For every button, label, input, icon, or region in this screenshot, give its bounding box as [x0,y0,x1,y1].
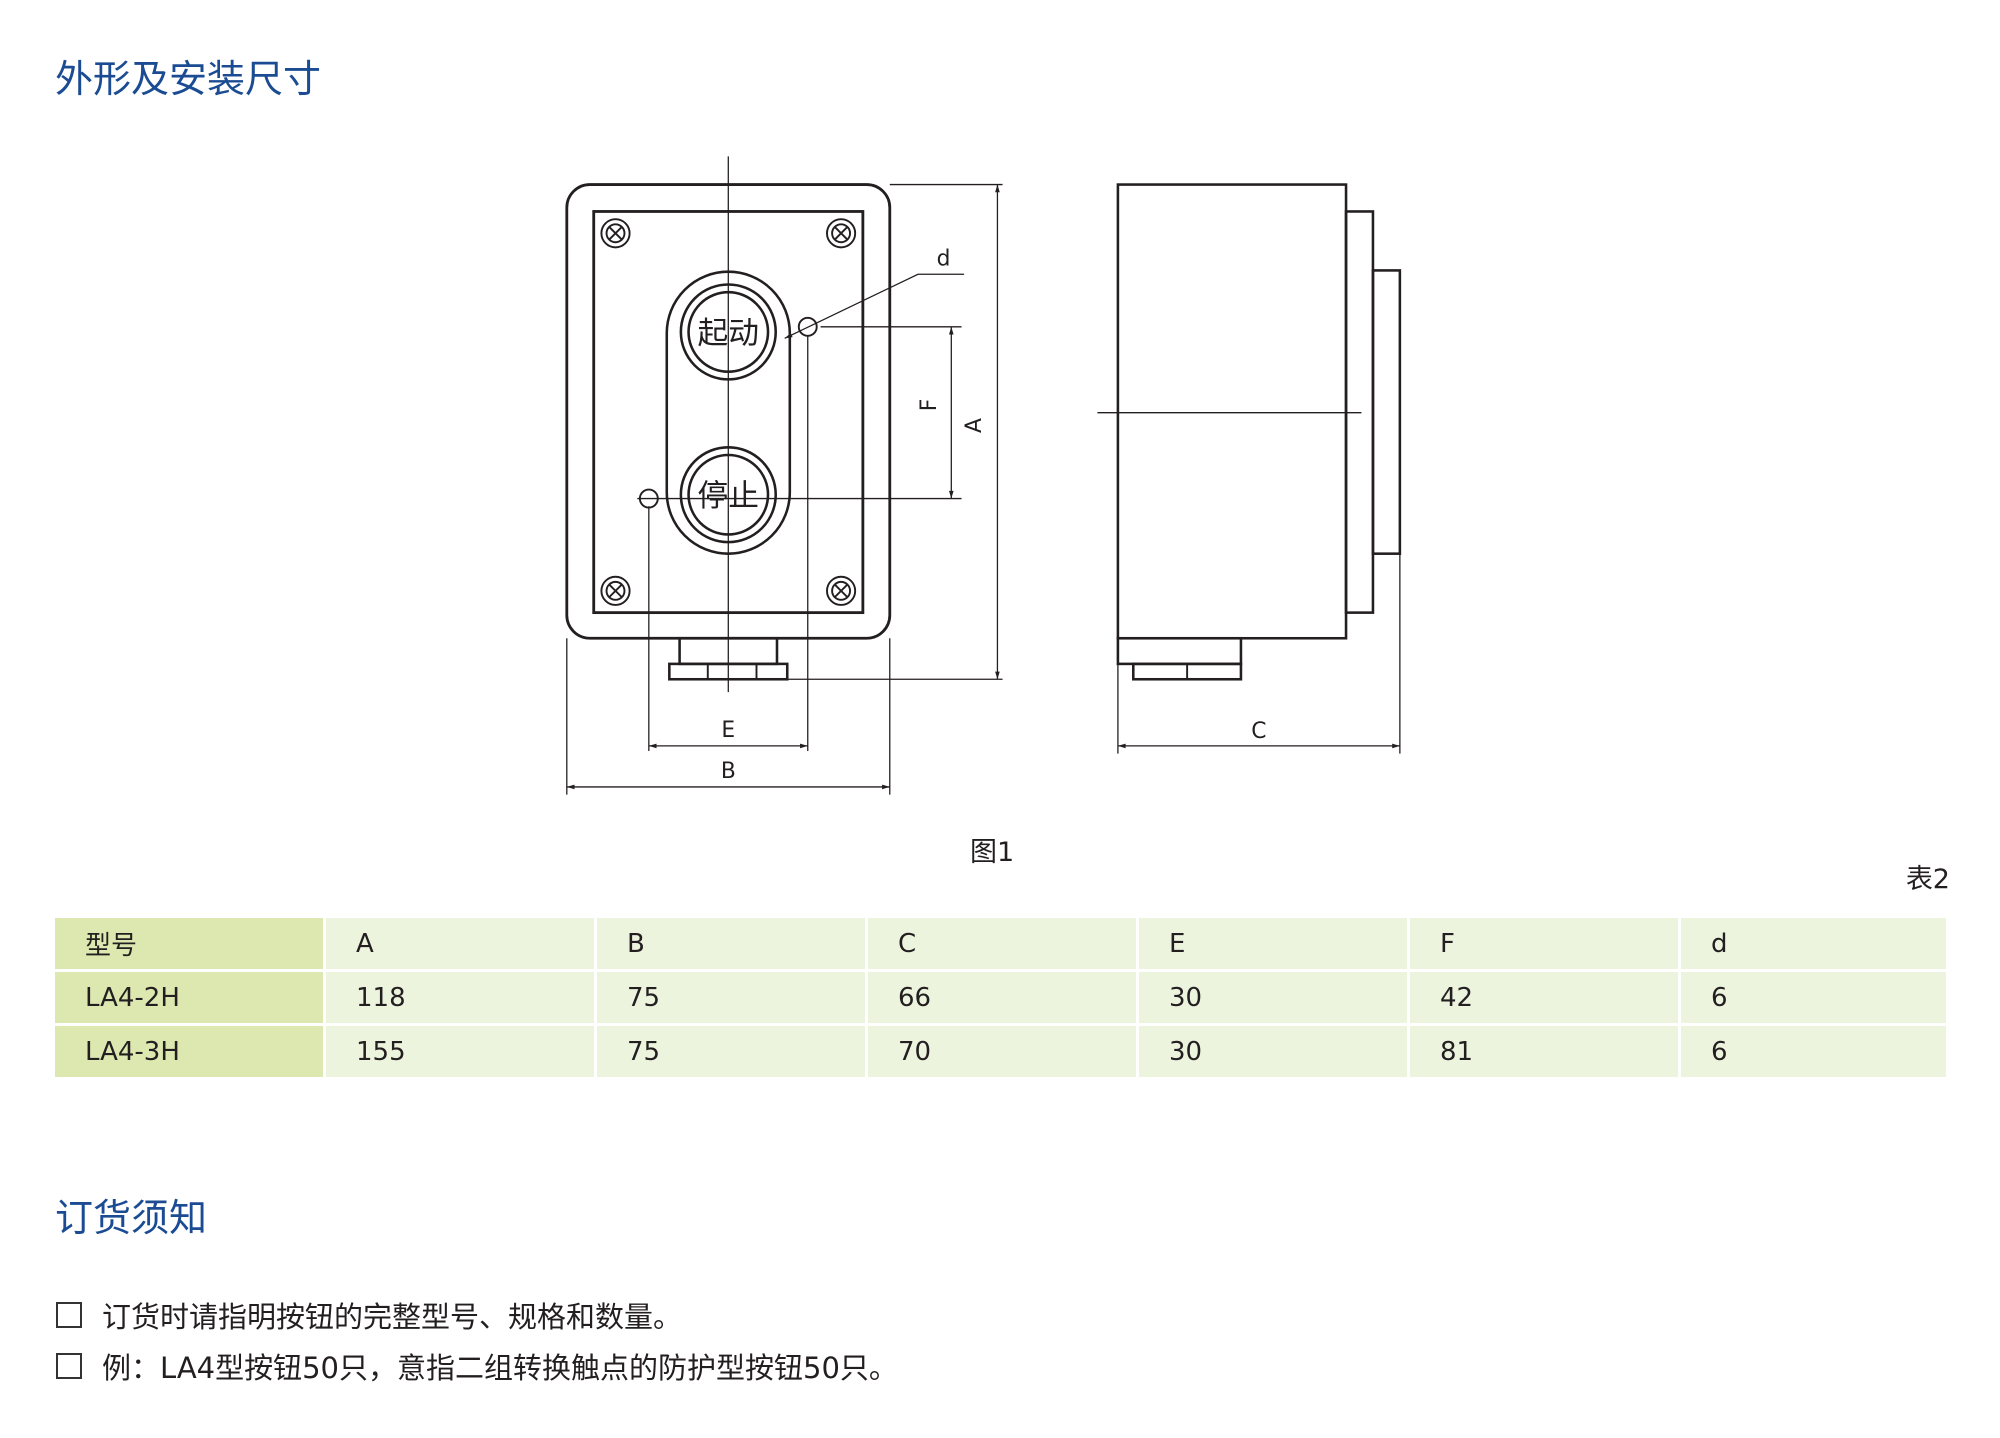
dim-label-e: E [721,718,735,743]
model-cell: LA4-2H [55,972,323,1023]
section-title-dimensions: 外形及安装尺寸 [55,57,322,101]
section-title-ordering: 订货须知 [55,1196,208,1240]
dim-label-b: B [721,759,736,784]
table-cell: 75 [597,1026,865,1077]
front-view: 起动 停止 F A E B d [565,156,1003,795]
dim-label-c: C [1251,719,1266,744]
table-cell: 118 [326,972,594,1023]
table-cell: 75 [597,972,865,1023]
header-cell: C [868,918,1136,969]
dimensions-table: 型号 A B C E F d LA4-2H 118 75 66 30 42 6 … [52,915,1949,1080]
table-caption: 表2 [1905,864,1950,895]
table-row: LA4-3H 155 75 70 30 81 6 [55,1026,1946,1077]
header-cell: B [597,918,865,969]
table-cell: 42 [1410,972,1678,1023]
model-cell: LA4-3H [55,1026,323,1077]
screw-icon [600,218,857,606]
checkbox-icon [56,1353,82,1379]
header-cell: E [1139,918,1407,969]
table-cell: 6 [1681,972,1946,1023]
header-cell: 型号 [55,918,323,969]
figure-caption: 图1 [970,837,1015,868]
table-cell: 70 [868,1026,1136,1077]
checkbox-icon [56,1302,82,1328]
header-cell: A [326,918,594,969]
header-cell: d [1681,918,1946,969]
table-cell: 30 [1139,972,1407,1023]
dim-label-d: d [937,246,951,271]
table-cell: 81 [1410,1026,1678,1077]
table-header-row: 型号 A B C E F d [55,918,1946,969]
side-view: C [1097,183,1402,754]
table-cell: 66 [868,972,1136,1023]
table-cell: 30 [1139,1026,1407,1077]
note-text: 例：LA4型按钮50只，意指二组转换触点的防护型按钮50只。 [102,1351,898,1385]
note-text: 订货时请指明按钮的完整型号、规格和数量。 [102,1300,683,1334]
dim-label-a: A [962,418,987,433]
note-item: 订货时请指明按钮的完整型号、规格和数量。 [56,1294,682,1336]
table-cell: 6 [1681,1026,1946,1077]
table-cell: 155 [326,1026,594,1077]
note-item: 例：LA4型按钮50只，意指二组转换触点的防护型按钮50只。 [56,1345,898,1387]
header-cell: F [1410,918,1678,969]
dim-label-f: F [917,399,942,412]
table-row: LA4-2H 118 75 66 30 42 6 [55,972,1946,1023]
